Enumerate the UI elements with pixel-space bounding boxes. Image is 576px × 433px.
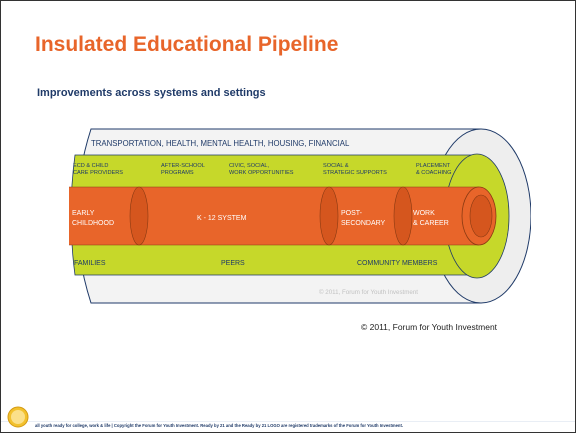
watermark-text: © 2011, Forum for Youth Investment <box>319 289 418 296</box>
support-label: WORK OPPORTUNITIES <box>229 170 294 176</box>
support-label: STRATEGIC SUPPORTS <box>323 170 387 176</box>
slide-subtitle: Improvements across systems and settings <box>37 87 266 99</box>
bottom-label: FAMILIES <box>74 260 106 267</box>
pipe-joint <box>319 186 339 246</box>
support-label: PLACEMENT <box>416 163 451 169</box>
stage-label: K - 12 SYSTEM <box>197 215 247 222</box>
slide-title: Insulated Educational Pipeline <box>35 33 339 56</box>
support-label: & COACHING <box>416 170 451 176</box>
bottom-label: COMMUNITY MEMBERS <box>357 260 438 267</box>
footer-bar <box>1 421 575 432</box>
pipe-joint <box>393 186 413 246</box>
stage-label: POST- <box>341 210 363 217</box>
stage-label: EARLY <box>72 210 95 217</box>
stage-label: WORK <box>413 210 435 217</box>
support-label: ECD & CHILD <box>73 163 108 169</box>
pipeline-diagram: TRANSPORTATION, HEALTH, MENTAL HEALTH, H… <box>69 128 531 304</box>
stage-label: & CAREER <box>413 220 449 227</box>
support-label: PROGRAMS <box>161 170 194 176</box>
outer-pipe-label: TRANSPORTATION, HEALTH, MENTAL HEALTH, H… <box>91 139 350 148</box>
support-label: CARE PROVIDERS <box>73 170 123 176</box>
stage-label: CHILDHOOD <box>72 220 114 227</box>
pipe-joint <box>129 186 149 246</box>
support-label: AFTER-SCHOOL <box>161 163 205 169</box>
ready-by-21-logo <box>7 406 29 428</box>
copyright-text: © 2011, Forum for Youth Investment <box>361 322 498 332</box>
support-label: CIVIC, SOCIAL, <box>229 163 270 169</box>
bottom-label: PEERS <box>221 260 245 267</box>
support-label: SOCIAL & <box>323 163 349 169</box>
stage-label: SECONDARY <box>341 220 386 227</box>
footer-text: all youth ready for college, work & life… <box>35 423 404 428</box>
